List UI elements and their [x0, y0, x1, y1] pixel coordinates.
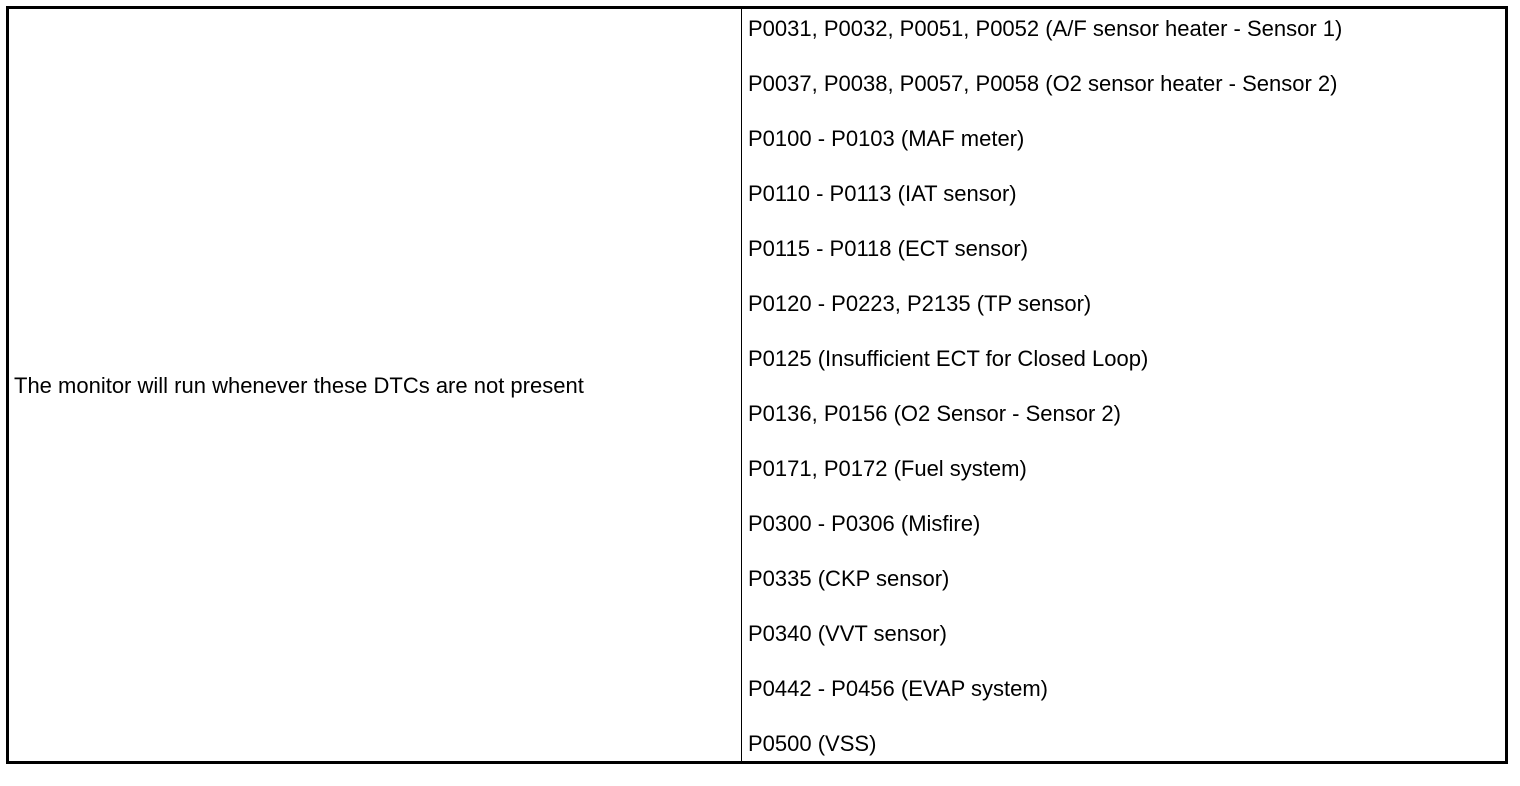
dtc-item: P0300 - P0306 (Misfire) — [748, 511, 981, 536]
dtc-list-cell: P0031, P0032, P0051, P0052 (A/F sensor h… — [742, 9, 1505, 761]
condition-text: The monitor will run whenever these DTCs… — [14, 373, 584, 398]
dtc-item: P0120 - P0223, P2135 (TP sensor) — [748, 291, 1092, 316]
dtc-item: P0335 (CKP sensor) — [748, 566, 950, 591]
dtc-item: P0031, P0032, P0051, P0052 (A/F sensor h… — [748, 16, 1343, 41]
dtc-list: P0031, P0032, P0051, P0052 (A/F sensor h… — [748, 16, 1505, 786]
dtc-item: P0500 (VSS) — [748, 731, 877, 756]
dtc-item: P0340 (VVT sensor) — [748, 621, 947, 646]
dtc-item: P0171, P0172 (Fuel system) — [748, 456, 1027, 481]
dtc-item: P0442 - P0456 (EVAP system) — [748, 676, 1048, 701]
dtc-item: P0110 - P0113 (IAT sensor) — [748, 181, 1017, 206]
dtc-item: P0115 - P0118 (ECT sensor) — [748, 236, 1029, 261]
condition-cell: The monitor will run whenever these DTCs… — [9, 9, 742, 761]
dtc-condition-table: The monitor will run whenever these DTCs… — [6, 6, 1508, 764]
dtc-item: P0125 (Insufficient ECT for Closed Loop) — [748, 346, 1149, 371]
dtc-item: P0136, P0156 (O2 Sensor - Sensor 2) — [748, 401, 1121, 426]
dtc-item: P0100 - P0103 (MAF meter) — [748, 126, 1025, 151]
dtc-item: P0037, P0038, P0057, P0058 (O2 sensor he… — [748, 71, 1338, 96]
